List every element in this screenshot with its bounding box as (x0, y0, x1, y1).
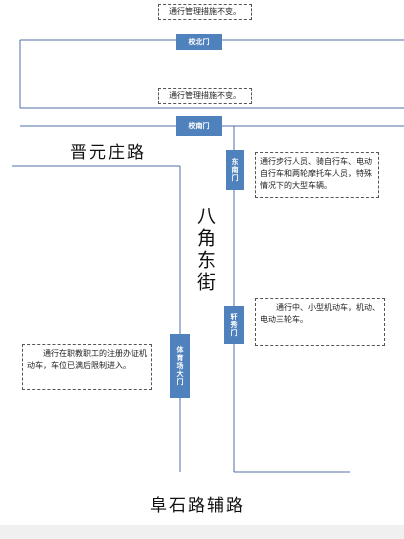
south-gate: 校南门 (176, 116, 222, 136)
road-fushi-fu-text: 阜石路辅路 (150, 496, 245, 516)
south-gate-note: 通行管理措施不变。 (158, 88, 252, 104)
footer-bar (0, 525, 404, 539)
road-bajiaodong: 八角东街 (194, 206, 216, 294)
road-jinyuanzhuang-text: 晋元庄路 (70, 143, 146, 163)
east-small-gate-note: 通行中、小型机动车，机动、电动三轮车。 (255, 298, 385, 346)
east-gate: 东南门 (226, 150, 244, 190)
south-gate-label: 校南门 (188, 122, 210, 130)
west-gate-label: 体育场大门 (176, 346, 184, 386)
east-gate-note: 通行步行人员、骑自行车、电动自行车和两轮摩托车人员，特殊情况下的大型车辆。 (255, 152, 379, 198)
east-small-gate-note-text: 通行中、小型机动车，机动、电动三轮车。 (260, 303, 380, 324)
west-gate-note-text: 通行在职教职工的注册办证机动车，车位已满后限制进入。 (27, 349, 147, 370)
west-gate-note: 通行在职教职工的注册办证机动车，车位已满后限制进入。 (22, 344, 152, 390)
north-gate: 校北门 (176, 34, 222, 50)
road-fushi-fu: 阜石路辅路 (150, 491, 245, 516)
east-gate-note-text: 通行步行人员、骑自行车、电动自行车和两轮摩托车人员，特殊情况下的大型车辆。 (260, 157, 372, 190)
west-gate: 体育场大门 (170, 334, 190, 398)
road-jinyuanzhuang: 晋元庄路 (70, 138, 146, 163)
south-gate-note-text: 通行管理措施不变。 (169, 91, 241, 100)
east-small-gate-label: 轩秀门 (230, 313, 238, 337)
north-gate-note: 通行管理措施不变。 (158, 4, 252, 20)
north-gate-note-text: 通行管理措施不变。 (169, 7, 241, 16)
east-small-gate: 轩秀门 (224, 306, 244, 344)
north-gate-label: 校北门 (188, 38, 210, 46)
road-bajiaodong-text: 八角东街 (194, 206, 216, 294)
east-gate-label: 东南门 (231, 158, 239, 182)
